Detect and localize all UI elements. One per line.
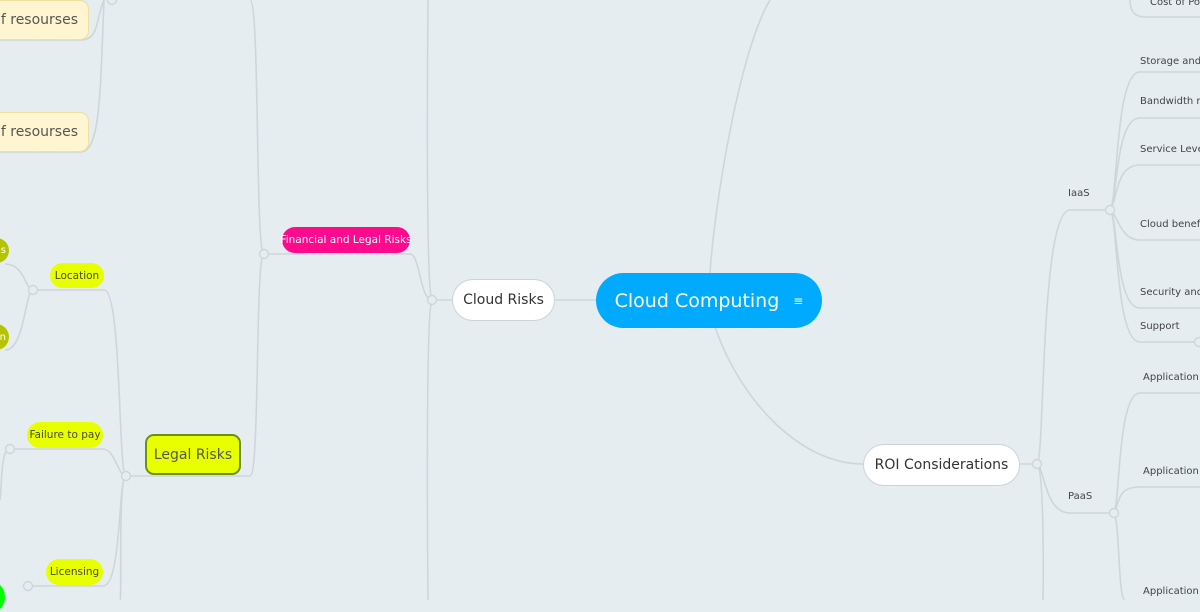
node-label: Financial and Legal Risks bbox=[280, 234, 411, 246]
node-cost-of[interactable]: Cost of Po bbox=[1150, 0, 1200, 8]
node-roi-considerations[interactable]: ROI Considerations bbox=[863, 444, 1020, 486]
node-label: Licensing bbox=[50, 566, 99, 578]
node-label: Cloud Risks bbox=[463, 292, 544, 308]
notes-icon[interactable]: ≡ bbox=[793, 294, 803, 308]
node-label: of resourses bbox=[0, 12, 78, 28]
node-legal-risks[interactable]: Legal Risks bbox=[145, 434, 241, 475]
node-resources[interactable]: of resourses bbox=[0, 0, 89, 40]
node-iaas-item[interactable]: Support bbox=[1140, 321, 1180, 332]
node-resources[interactable]: of resourses bbox=[0, 112, 89, 152]
node-licensing[interactable]: Licensing bbox=[46, 559, 103, 585]
node-location[interactable]: Location bbox=[50, 263, 104, 288]
node-failure-to-pay[interactable]: Failure to pay bbox=[27, 422, 103, 448]
node-label: n bbox=[0, 332, 6, 343]
node-iaas-item[interactable]: Service Leve bbox=[1140, 144, 1200, 155]
node-paas-item[interactable]: Application bbox=[1143, 586, 1199, 597]
node-iaas-item[interactable]: Cloud benefi bbox=[1140, 219, 1200, 230]
node-cloud-risks[interactable]: Cloud Risks bbox=[452, 279, 555, 321]
node-iaas-item[interactable]: Security and bbox=[1140, 287, 1200, 298]
node-label: Location bbox=[55, 270, 99, 282]
root-label: Cloud Computing bbox=[615, 290, 780, 312]
node-financial-legal-risks[interactable]: Financial and Legal Risks bbox=[282, 227, 410, 253]
node-label: Failure to pay bbox=[29, 429, 100, 441]
node-iaas[interactable]: IaaS bbox=[1068, 188, 1090, 199]
node-iaas-item[interactable]: Storage and bbox=[1140, 56, 1200, 67]
node-label: of resourses bbox=[0, 124, 78, 140]
node-paas-item[interactable]: Application bbox=[1143, 372, 1199, 383]
node-label: s bbox=[1, 245, 6, 256]
node-paas-item[interactable]: Application bbox=[1143, 466, 1199, 477]
node-label: ROI Considerations bbox=[875, 457, 1009, 473]
node-label: Legal Risks bbox=[154, 447, 232, 463]
root-node-cloud-computing[interactable]: Cloud Computing ≡ bbox=[596, 273, 822, 328]
node-iaas-item[interactable]: Bandwidth re bbox=[1140, 96, 1200, 107]
node-paas[interactable]: PaaS bbox=[1068, 491, 1092, 502]
